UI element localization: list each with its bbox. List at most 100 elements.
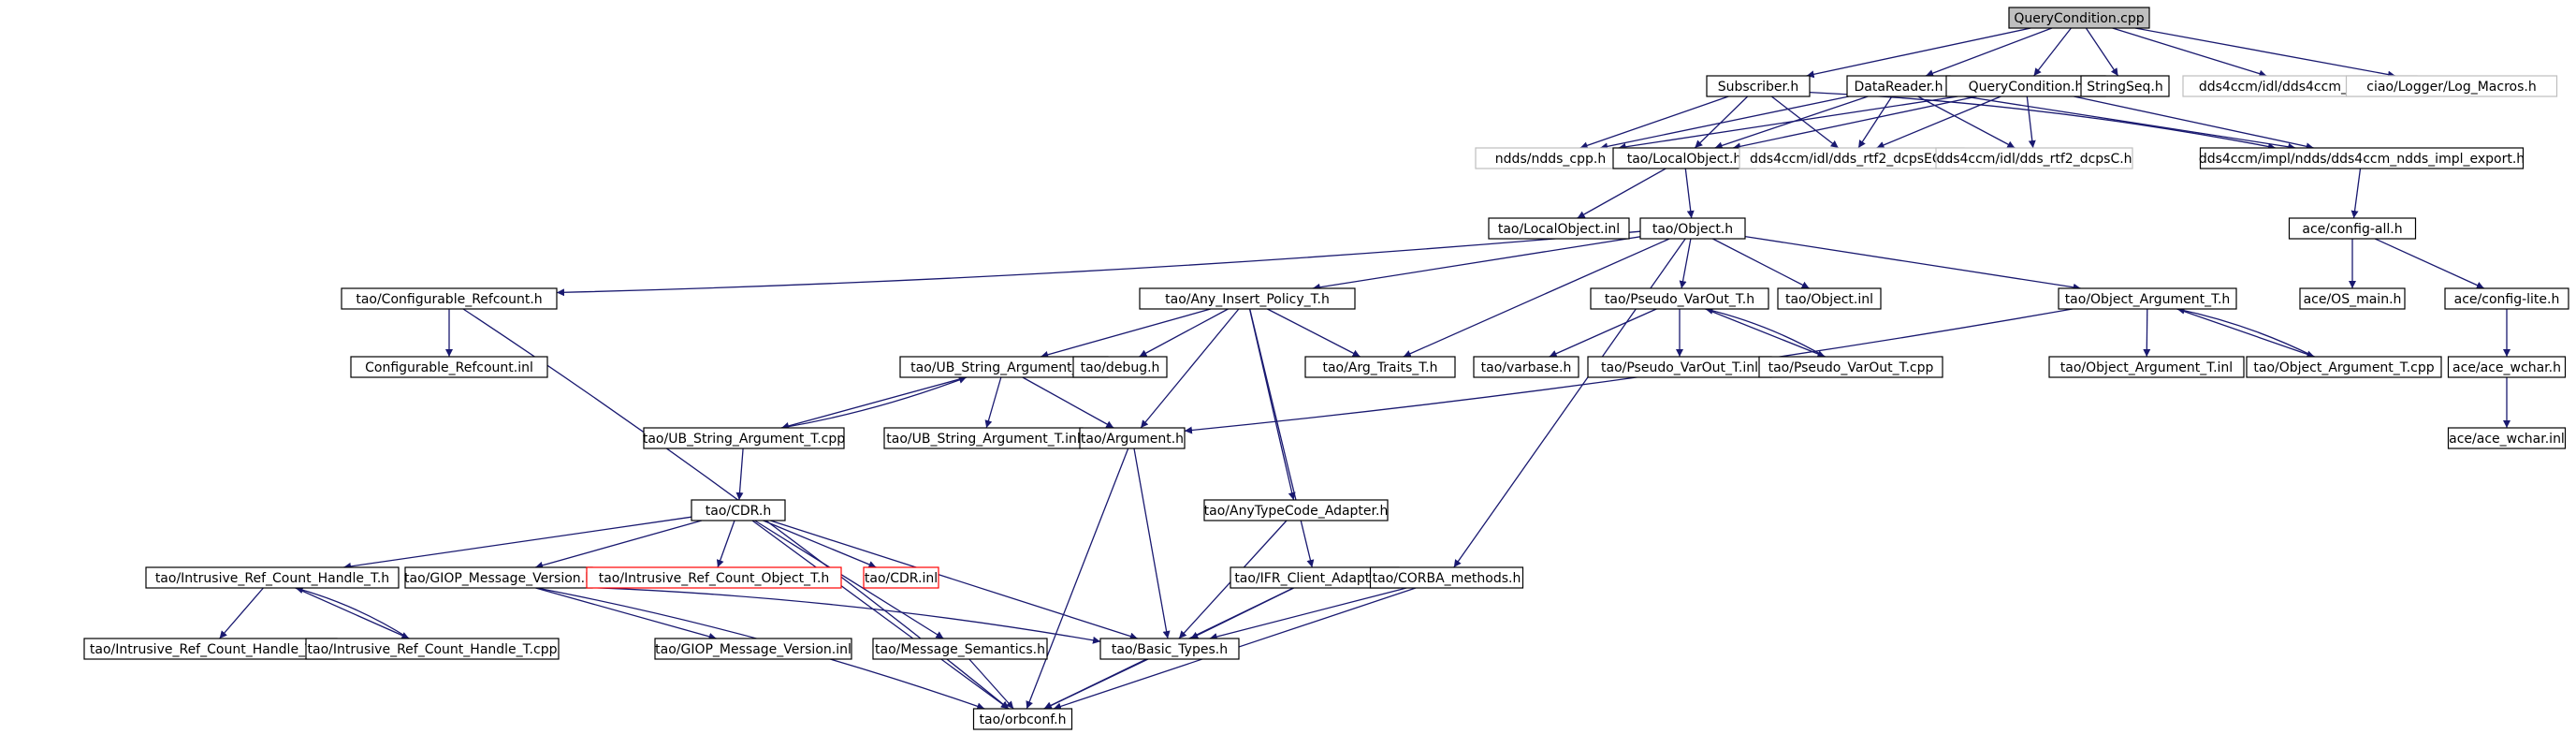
file-node[interactable]: tao/Pseudo_VarOut_T.cpp — [1758, 356, 1943, 378]
file-node-box[interactable] — [2444, 287, 2569, 310]
file-node[interactable]: StringSeq.h — [2080, 75, 2170, 97]
file-node-box[interactable] — [2199, 147, 2525, 169]
file-node[interactable]: ace/config-lite.h — [2444, 287, 2569, 310]
file-node[interactable]: dds4ccm/idl/dds_rtf2_dcpsC.h — [1935, 147, 2133, 169]
file-node[interactable]: QueryCondition.cpp — [2008, 7, 2150, 29]
file-node[interactable]: ciao/Logger/Log_Macros.h — [2345, 75, 2558, 97]
file-node[interactable]: tao/LocalObject.inl — [1488, 217, 1630, 240]
file-node-box[interactable] — [2246, 356, 2442, 378]
file-node[interactable]: tao/Argument.h — [1079, 427, 1186, 449]
file-node[interactable]: tao/CORBA_methods.h — [1369, 566, 1524, 589]
file-node[interactable]: tao/Arg_Traits_T.h — [1304, 356, 1456, 378]
dependency-edge — [763, 520, 877, 568]
file-node-box[interactable] — [1369, 566, 1524, 589]
file-node-box[interactable] — [305, 638, 560, 660]
dependency-edge — [1712, 238, 1810, 289]
file-node-label: tao/Object_Argument_T.cpp — [2253, 360, 2434, 375]
file-node[interactable]: Configurable_Refcount.inl — [350, 356, 548, 378]
file-node-box[interactable] — [1072, 356, 1168, 378]
file-node[interactable]: tao/Object_Argument_T.cpp — [2246, 356, 2442, 378]
file-node-label: ace/ace_wchar.h — [2452, 360, 2561, 375]
file-node[interactable]: tao/CDR.h — [691, 499, 786, 521]
file-node[interactable]: ace/ace_wchar.inl — [2447, 427, 2567, 449]
file-node[interactable]: tao/Intrusive_Ref_Count_Handle_T.h — [145, 566, 400, 589]
file-node[interactable]: QueryCondition.h — [1945, 75, 2106, 97]
file-node-box[interactable] — [1777, 287, 1882, 310]
dependency-edge — [735, 448, 744, 501]
dependency-edge — [1679, 238, 1692, 289]
file-node-box[interactable] — [1304, 356, 1456, 378]
file-node-box[interactable] — [643, 427, 845, 449]
file-node-box[interactable] — [1590, 287, 1769, 310]
file-node-box[interactable] — [1139, 287, 1356, 310]
file-node-box[interactable] — [1706, 75, 1811, 97]
file-node[interactable]: tao/UB_String_Argument_T.inl — [883, 427, 1084, 449]
file-node[interactable]: tao/Pseudo_VarOut_T.h — [1590, 287, 1769, 310]
file-node[interactable]: ace/config-all.h — [2288, 217, 2417, 240]
file-node-box[interactable] — [1758, 356, 1943, 378]
file-node[interactable]: tao/Intrusive_Ref_Count_Handle_T.inl — [83, 638, 338, 660]
file-node-box[interactable] — [1935, 147, 2133, 169]
file-node[interactable]: tao/IFR_Client_Adapter.h — [1230, 566, 1400, 589]
file-node-box[interactable] — [1488, 217, 1630, 240]
file-node[interactable]: tao/Message_Semantics.h — [872, 638, 1048, 660]
file-node-box[interactable] — [2008, 7, 2150, 29]
file-node[interactable]: tao/Object.inl — [1777, 287, 1882, 310]
file-node-box[interactable] — [691, 499, 786, 521]
file-node-box[interactable] — [972, 708, 1073, 730]
file-node-box[interactable] — [2447, 427, 2567, 449]
file-node[interactable]: tao/Object.h — [1639, 217, 1746, 240]
file-node-box[interactable] — [654, 638, 852, 660]
file-node-label: tao/Object.inl — [1785, 292, 1873, 307]
file-node-box[interactable] — [341, 287, 558, 310]
file-node[interactable]: tao/CDR.inl — [863, 566, 939, 589]
file-node-box[interactable] — [586, 566, 842, 589]
dependency-edge — [1917, 95, 2016, 149]
file-node[interactable]: tao/varbase.h — [1473, 356, 1579, 378]
file-node-box[interactable] — [2048, 356, 2245, 378]
dependency-edge — [770, 520, 1138, 640]
file-node[interactable]: dds4ccm/idl/dds_rtf2_dcpsEC.h — [1739, 147, 1965, 169]
file-node[interactable]: tao/Pseudo_VarOut_T.inl — [1587, 356, 1772, 378]
file-node-box[interactable] — [1639, 217, 1746, 240]
file-node-box[interactable] — [872, 638, 1048, 660]
file-node[interactable]: tao/GIOP_Message_Version.h — [404, 566, 593, 589]
dependency-edge — [2033, 27, 2072, 77]
file-node[interactable]: ndds/ndds_cpp.h — [1475, 147, 1626, 169]
file-node-box[interactable] — [1473, 356, 1579, 378]
file-node-box[interactable] — [1099, 638, 1240, 660]
file-node[interactable]: tao/Object_Argument_T.inl — [2048, 356, 2245, 378]
file-node[interactable]: tao/Intrusive_Ref_Count_Handle_T.cpp — [305, 638, 560, 660]
file-node[interactable]: Subscriber.h — [1706, 75, 1811, 97]
file-node-box[interactable] — [1079, 427, 1186, 449]
dependency-edge — [1806, 27, 2031, 79]
file-node-box[interactable] — [2080, 75, 2170, 97]
file-node-box[interactable] — [350, 356, 548, 378]
file-node-box[interactable] — [2288, 217, 2417, 240]
file-node[interactable]: ace/OS_main.h — [2299, 287, 2406, 310]
file-node[interactable]: tao/orbconf.h — [972, 708, 1073, 730]
file-node-box[interactable] — [1203, 499, 1389, 521]
file-node-box[interactable] — [145, 566, 400, 589]
file-node-box[interactable] — [2447, 356, 2567, 378]
file-node-box[interactable] — [2345, 75, 2558, 97]
file-node[interactable]: tao/Any_Insert_Policy_T.h — [1139, 287, 1356, 310]
file-node-box[interactable] — [2299, 287, 2406, 310]
dependency-edge — [1857, 95, 1893, 149]
file-node[interactable]: tao/Intrusive_Ref_Count_Object_T.h — [586, 566, 842, 589]
file-node[interactable]: dds4ccm/impl/ndds/dds4ccm_ndds_impl_expo… — [2199, 147, 2525, 169]
file-node[interactable]: tao/AnyTypeCode_Adapter.h — [1203, 499, 1389, 521]
file-node[interactable]: tao/UB_String_Argument_T.cpp — [643, 427, 845, 449]
file-node[interactable]: tao/debug.h — [1072, 356, 1168, 378]
file-node[interactable]: ace/ace_wchar.h — [2447, 356, 2567, 378]
file-node[interactable]: DataReader.h — [1846, 75, 1951, 97]
file-node[interactable]: tao/UB_String_Argument_T.h — [899, 356, 1109, 378]
file-node-box[interactable] — [863, 566, 939, 589]
file-node[interactable]: tao/Object_Argument_T.h — [2058, 287, 2237, 310]
file-node-label: ace/ace_wchar.inl — [2449, 432, 2565, 447]
file-node-box[interactable] — [2058, 287, 2237, 310]
file-node[interactable]: tao/LocalObject.h — [1612, 147, 1756, 169]
file-node[interactable]: tao/GIOP_Message_Version.inl — [654, 638, 852, 660]
file-node[interactable]: tao/Basic_Types.h — [1099, 638, 1240, 660]
file-node[interactable]: tao/Configurable_Refcount.h — [341, 287, 558, 310]
